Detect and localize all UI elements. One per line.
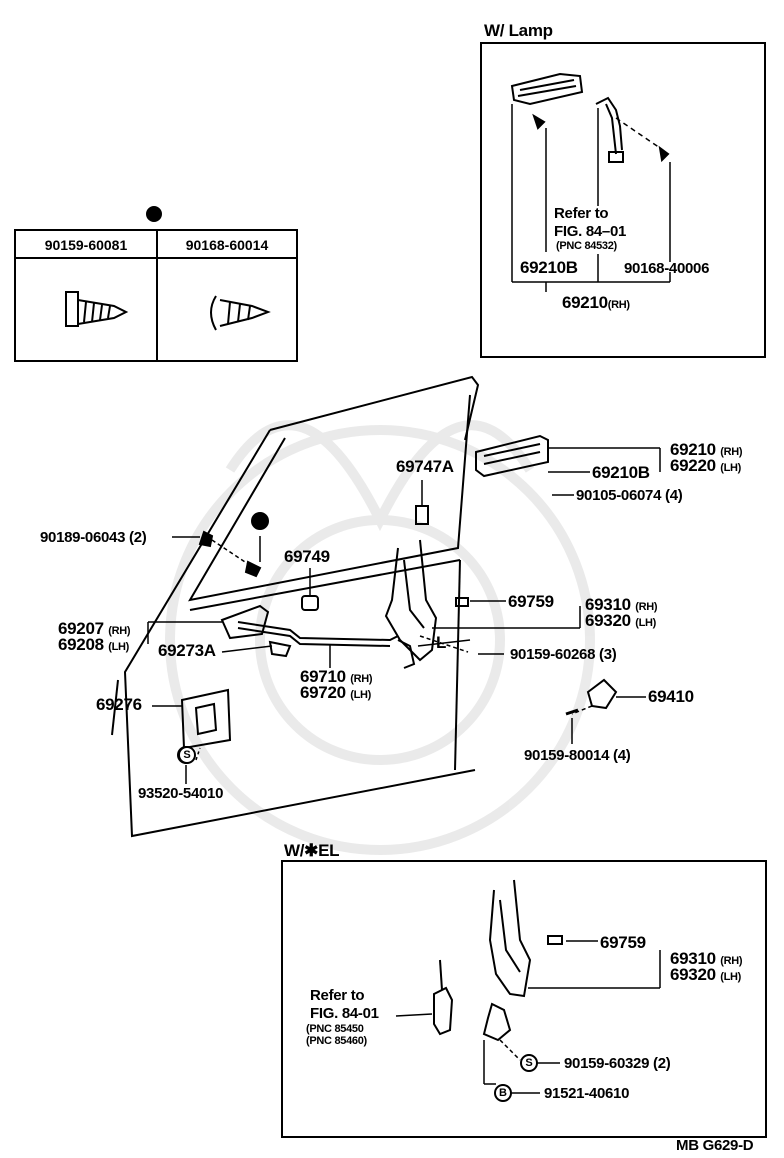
part-69310: 69310 (RH) xyxy=(585,595,658,614)
part-90189-06043: 90189-06043 (2) xyxy=(40,529,147,546)
main-parts xyxy=(180,434,618,750)
el-pnc2: (PNC 85460) xyxy=(306,1035,367,1047)
part-69720: 69720 (LH) xyxy=(300,684,371,701)
el-part-69759: 69759 xyxy=(600,933,646,952)
part-number: 69710 xyxy=(300,667,346,686)
part-69210B-main: 69210B xyxy=(592,463,650,482)
el-part-69310: 69310 (RH) xyxy=(670,949,743,968)
part-90159-60268: 90159-60268 (3) xyxy=(510,646,617,663)
part-69210: 69210(RH) xyxy=(562,294,630,311)
fastener-symbol xyxy=(251,512,269,530)
part-69276: 69276 xyxy=(96,695,142,714)
b-symbol: B xyxy=(494,1084,512,1102)
part-69208: 69208 (LH) xyxy=(58,636,129,653)
part-number: 69320 xyxy=(670,965,716,984)
part-number: 69208 xyxy=(58,635,104,654)
fastener-symbol xyxy=(146,206,162,222)
side-suffix: (RH) xyxy=(635,601,658,613)
part-69747A: 69747A xyxy=(396,457,454,476)
part-90105-06074: 90105-06074 (4) xyxy=(576,487,683,504)
pnc-label: (PNC 84532) xyxy=(556,240,617,252)
el-fig: FIG. 84-01 xyxy=(310,1005,379,1022)
part-number: 69310 xyxy=(670,949,716,968)
quantity: (4) xyxy=(665,487,683,504)
part-69710: 69710 (RH) xyxy=(300,667,373,686)
el-part-90159-60329: 90159-60329 (2) xyxy=(564,1055,671,1072)
side-suffix: (RH) xyxy=(720,955,743,967)
part-number: 69210 xyxy=(562,293,608,312)
side-suffix: (RH) xyxy=(108,625,131,637)
part-number: 90159-60268 xyxy=(510,646,596,663)
drawing-code: MB G629-D xyxy=(676,1137,754,1154)
watermark xyxy=(165,420,595,855)
inset-lamp-title: W/ Lamp xyxy=(484,21,553,40)
part-69220: 69220 (LH) xyxy=(670,457,741,474)
part-number: 69207 xyxy=(58,619,104,638)
side-suffix: (RH) xyxy=(350,673,373,685)
part-number: 69220 xyxy=(670,456,716,475)
side-suffix: (LH) xyxy=(720,971,742,983)
part-69320: 69320 (LH) xyxy=(585,612,656,629)
lamp-handle-artwork xyxy=(510,72,670,163)
part-69210-main: 69210 (RH) xyxy=(670,440,743,459)
screw-table-col1: 90159-60081 xyxy=(44,237,128,253)
el-pnc1: (PNC 85450 xyxy=(306,1023,364,1035)
quantity: (3) xyxy=(599,646,617,663)
inset-el-title: W/✱EL xyxy=(284,841,340,860)
el-part-91521-40610: 91521-40610 xyxy=(544,1085,630,1102)
part-69210B: 69210B xyxy=(520,258,578,277)
side-suffix: (LH) xyxy=(350,689,372,701)
fig-label: FIG. 84–01 xyxy=(554,223,627,240)
side-suffix: (LH) xyxy=(720,462,742,474)
part-69759: 69759 xyxy=(508,592,554,611)
side-suffix: (RH) xyxy=(720,446,743,458)
part-90159-80014: 90159-80014 (4) xyxy=(524,747,631,764)
part-number: 69320 xyxy=(585,611,631,630)
side-suffix: (LH) xyxy=(635,617,657,629)
refer-to-label: Refer to xyxy=(554,205,609,222)
part-number: 69210 xyxy=(670,440,716,459)
part-69207: 69207 (RH) xyxy=(58,619,131,638)
part-69410: 69410 xyxy=(648,687,694,706)
el-parts xyxy=(433,879,563,1042)
s-symbol: S xyxy=(178,746,196,764)
quantity: (2) xyxy=(129,529,147,546)
part-number: 69310 xyxy=(585,595,631,614)
l-mark: L xyxy=(436,633,447,652)
quantity: (2) xyxy=(653,1055,671,1072)
part-number: 90159-60329 xyxy=(564,1055,650,1072)
leader-lines xyxy=(147,447,661,784)
el-part-69320: 69320 (LH) xyxy=(670,966,741,983)
part-number: 90159-80014 xyxy=(524,747,610,764)
el-refer-to: Refer to xyxy=(310,987,365,1004)
part-69749: 69749 xyxy=(284,547,330,566)
part-69273A: 69273A xyxy=(158,641,216,660)
part-number: 69720 xyxy=(300,683,346,702)
screw-table-col2: 90168-60014 xyxy=(185,237,269,253)
s-symbol: S xyxy=(520,1054,538,1072)
part-number: 90189-06043 xyxy=(40,529,126,546)
side-suffix: (RH) xyxy=(607,299,630,311)
quantity: (4) xyxy=(613,747,631,764)
part-number: 90105-06074 xyxy=(576,487,662,504)
door-frame xyxy=(111,375,480,838)
part-90168-40006: 90168-40006 xyxy=(624,260,710,277)
screw-icons xyxy=(65,291,271,331)
part-93520-54010: 93520-54010 xyxy=(138,785,224,802)
side-suffix: (LH) xyxy=(108,641,130,653)
